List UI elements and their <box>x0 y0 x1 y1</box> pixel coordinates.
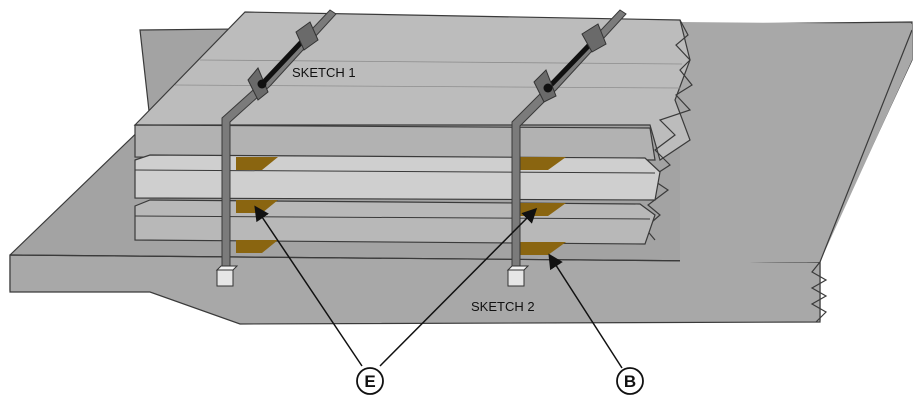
shim-left-1 <box>236 157 278 170</box>
plank-bottom <box>134 199 656 245</box>
shims <box>236 157 566 255</box>
shim-right-1 <box>520 157 566 170</box>
right-post <box>506 9 627 287</box>
left-clamp-upper <box>295 21 319 51</box>
right-post-foot <box>507 269 525 287</box>
plank-middle <box>134 154 661 201</box>
shim-left-3 <box>236 240 278 253</box>
leader-lines <box>254 205 623 369</box>
sketch-1-label: SKETCH 1 <box>292 65 356 80</box>
plank-top-front <box>134 124 656 161</box>
slab-front-edge <box>9 254 821 325</box>
plank-stack <box>133 11 693 245</box>
plank-top <box>133 11 691 161</box>
right-clamp-upper <box>581 23 607 53</box>
leader-e-left <box>254 205 363 367</box>
slab-right-face <box>680 22 912 262</box>
leader-b <box>548 253 623 369</box>
left-post <box>215 9 337 287</box>
callout-b: B <box>616 367 644 395</box>
left-post-foot <box>216 269 234 287</box>
leader-e-right <box>379 207 538 367</box>
slab-break-line <box>810 261 828 323</box>
sketch-2-label: SKETCH 2 <box>471 299 535 314</box>
plank-break-line <box>644 19 693 241</box>
callout-b-text: B <box>624 372 636 391</box>
callout-e: E <box>356 367 384 395</box>
callout-e-text: E <box>364 372 375 391</box>
shim-right-3 <box>520 242 566 255</box>
